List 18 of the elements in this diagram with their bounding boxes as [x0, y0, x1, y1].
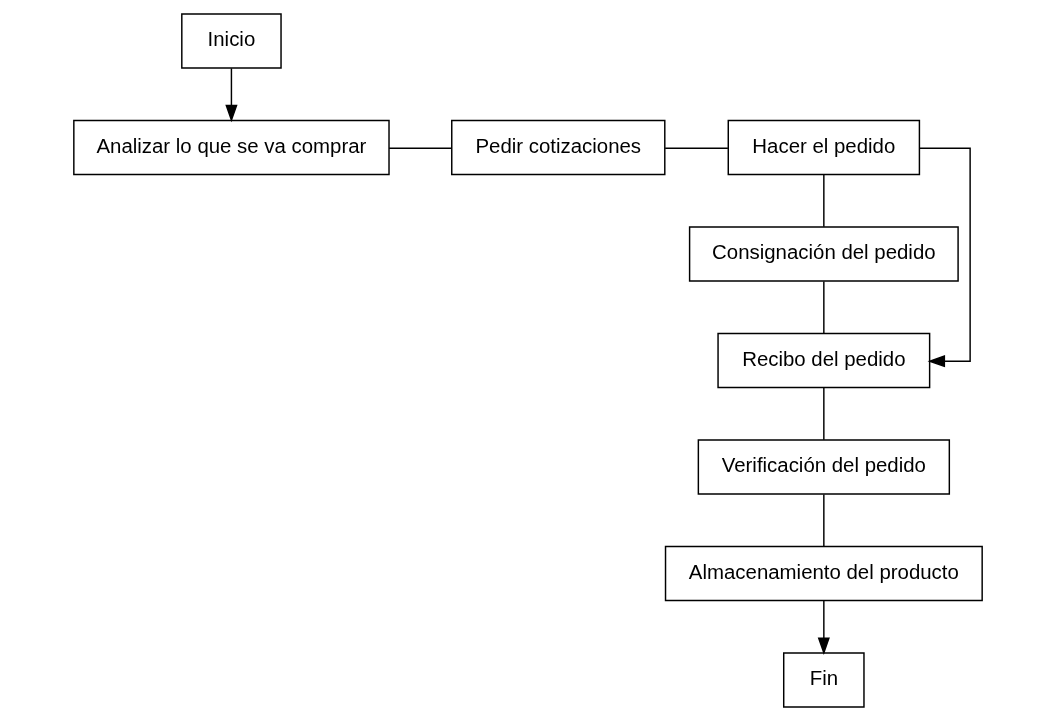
connector	[822, 387, 825, 441]
connector	[822, 174, 825, 228]
node-box: Recibo del pedido	[716, 332, 930, 389]
arrow	[224, 67, 238, 123]
connector	[822, 280, 825, 334]
connector	[387, 147, 452, 149]
node-box: Almacenamiento del producto	[664, 545, 983, 602]
connector	[663, 147, 729, 149]
arrow	[817, 600, 830, 655]
connector	[822, 493, 825, 547]
node-box: Analizar lo que se va comprar	[72, 119, 390, 176]
node-box: Hacer el pedido	[727, 119, 920, 176]
node-box: Inicio	[180, 13, 282, 69]
arrow	[918, 147, 971, 368]
node-box: Pedir cotizaciones	[450, 119, 666, 176]
node-box: Fin	[782, 652, 865, 708]
node-box: Consignación del pedido	[688, 226, 959, 282]
node-box: Verificación del pedido	[697, 439, 950, 495]
